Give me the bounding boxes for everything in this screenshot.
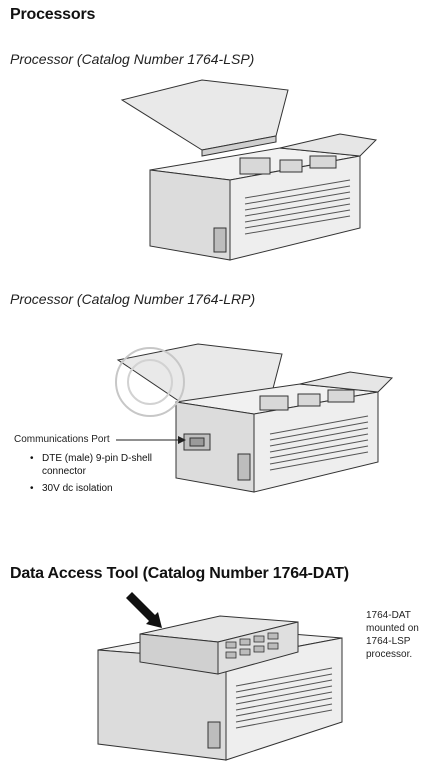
dat-note-line: mounted on	[366, 623, 419, 634]
bullet-item: DTE (male) 9-pin D-shell connector	[28, 452, 178, 478]
comm-port-label: Communications Port	[14, 434, 110, 445]
dat-illustration	[97, 592, 343, 761]
bullet-item: 30V dc isolation	[28, 482, 178, 495]
processor-lsp-illustration	[120, 79, 378, 261]
caption-lsp: Processor (Catalog Number 1764-LSP)	[10, 51, 255, 67]
section-title-dat: Data Access Tool (Catalog Number 1764-DA…	[10, 565, 349, 582]
caption-lrp: Processor (Catalog Number 1764-LRP)	[10, 291, 256, 307]
dat-note-line: 1764-DAT	[366, 610, 411, 621]
dat-note-line: processor.	[366, 649, 413, 660]
processor-lrp-illustration	[115, 343, 394, 493]
comm-port-bullets: DTE (male) 9-pin D-shell connector 30V d…	[28, 452, 178, 499]
section-title-processors: Processors	[10, 6, 96, 23]
dat-note: 1764-DAT mounted on 1764-LSP processor.	[366, 609, 419, 661]
dat-note-line: 1764-LSP	[366, 636, 411, 647]
